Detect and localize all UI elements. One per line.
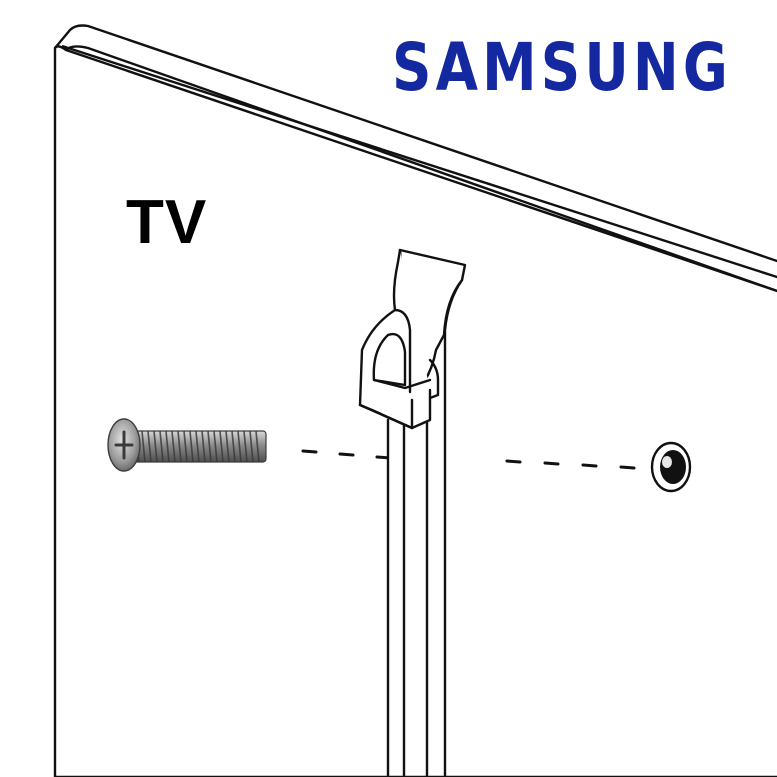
screw-icon <box>107 418 267 472</box>
tv-top-edge-inner <box>61 44 777 279</box>
wall-bracket-icon <box>358 248 467 777</box>
screw-hole-icon <box>650 441 692 493</box>
samsung-logo: SAMSUNG <box>392 29 732 100</box>
tv-label: TV <box>126 188 208 257</box>
samsung-logo-text: SAMSUNG <box>392 29 732 100</box>
